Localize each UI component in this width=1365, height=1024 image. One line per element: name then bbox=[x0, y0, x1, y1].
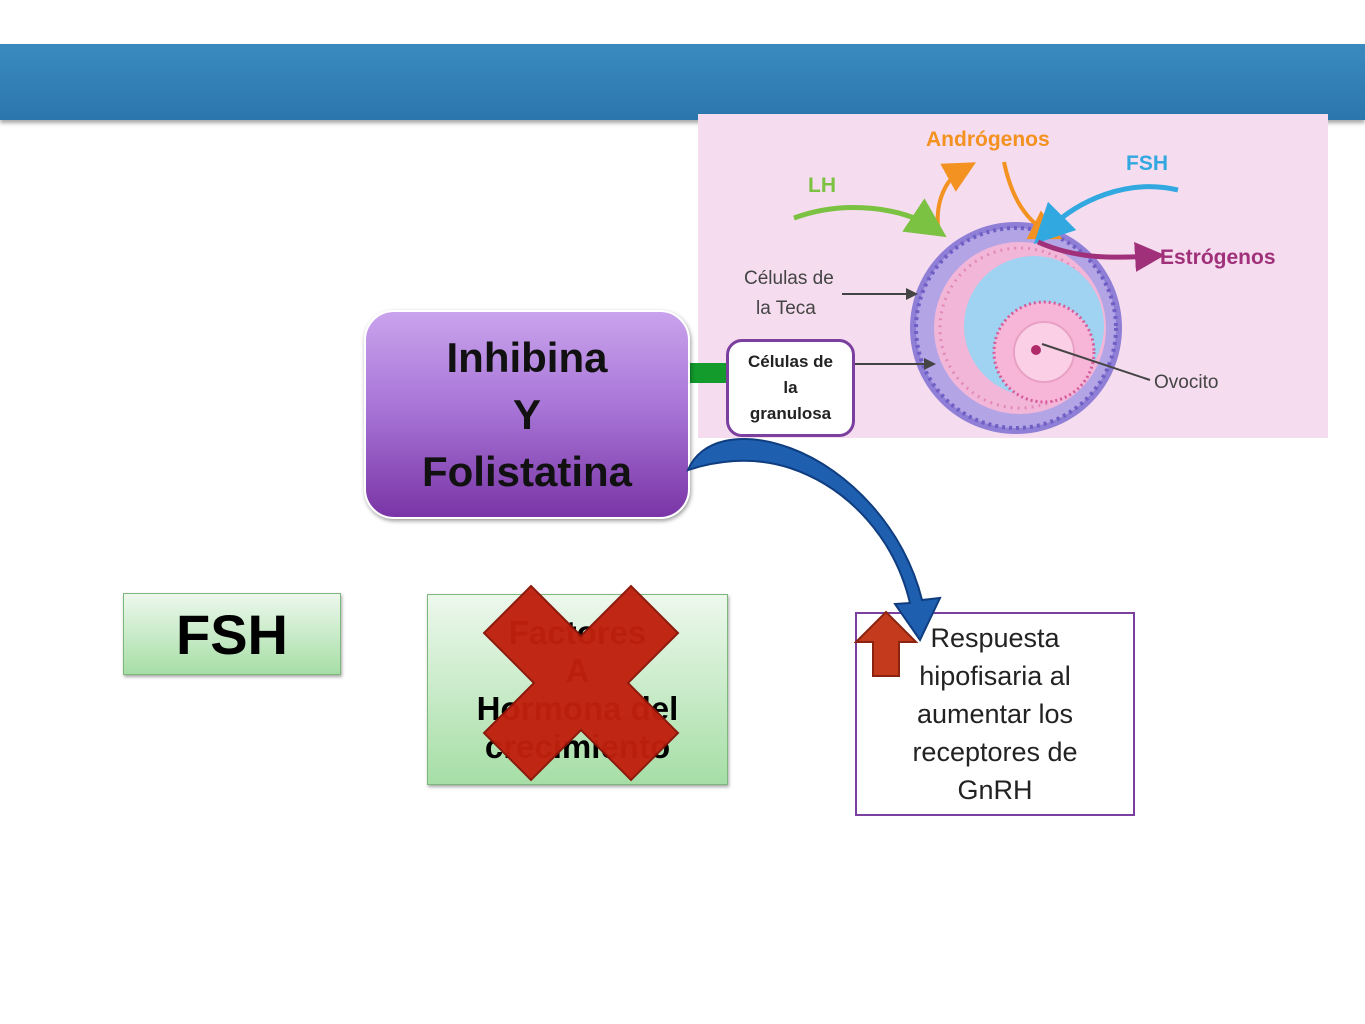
header-banner bbox=[0, 44, 1365, 120]
growth-line-2: A bbox=[565, 651, 590, 689]
inhibina-line-1: Inhibina bbox=[446, 334, 608, 381]
respuesta-line-2: hipofisaria al bbox=[919, 661, 1071, 691]
label-lh: LH bbox=[808, 174, 836, 197]
label-celulas-teca-2: la Teca bbox=[756, 298, 816, 319]
label-androgenos: Andrógenos bbox=[926, 128, 1050, 151]
label-estrogenos: Estrógenos bbox=[1160, 246, 1276, 269]
celulas-line-2: la bbox=[783, 378, 798, 397]
growth-factors-box: Factores A Hormona del crecimiento bbox=[427, 594, 728, 785]
respuesta-line-1: Respuesta bbox=[930, 623, 1060, 653]
label-ovocito: Ovocito bbox=[1154, 372, 1218, 393]
respuesta-line-3: aumentar los bbox=[916, 699, 1074, 729]
follicle-illustration: Andrógenos LH FSH Estrógenos Células de … bbox=[698, 114, 1328, 438]
fsh-label: FSH bbox=[176, 602, 288, 666]
label-fsh: FSH bbox=[1126, 152, 1168, 175]
label-celulas-teca-1: Células de bbox=[744, 268, 834, 289]
growth-line-4: crecimiento bbox=[484, 727, 671, 765]
fsh-box: FSH bbox=[123, 593, 341, 675]
inhibina-line-2: Y bbox=[512, 391, 541, 438]
inhibina-folistatina-box: Inhibina Y Folistatina bbox=[364, 310, 690, 519]
respuesta-hipofisaria-box: Respuesta hipofisaria al aumentar los re… bbox=[855, 612, 1135, 816]
follicle-graphic bbox=[910, 222, 1122, 434]
respuesta-line-4: receptores de bbox=[912, 737, 1078, 767]
growth-line-1: Factores bbox=[508, 613, 647, 651]
celulas-line-1: Células de bbox=[747, 352, 834, 371]
inhibina-line-3: Folistatina bbox=[421, 448, 633, 495]
respuesta-line-5: GnRH bbox=[957, 775, 1033, 805]
celulas-granulosa-box: Células de la granulosa bbox=[726, 339, 855, 437]
celulas-line-3: granulosa bbox=[749, 404, 832, 423]
growth-line-3: Hormona del bbox=[476, 689, 679, 727]
green-connector bbox=[686, 363, 734, 383]
